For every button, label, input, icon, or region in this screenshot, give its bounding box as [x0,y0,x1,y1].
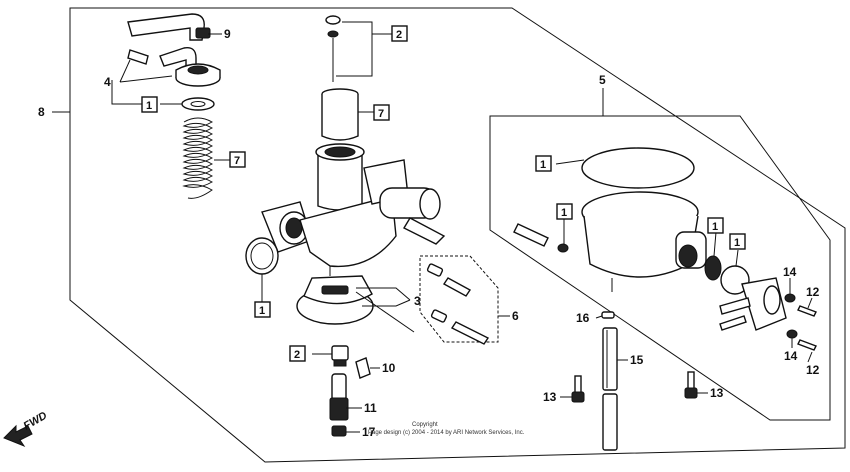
screw-part-10 [355,357,371,379]
callout-4: 4 [104,75,111,89]
callout-1: 1 [146,100,152,112]
screws-12-part [797,305,817,351]
callout-boxes [141,25,746,362]
fwd-arrow-icon [3,424,33,448]
callout-1: 1 [259,305,265,317]
callout-12: 12 [806,285,820,299]
washers-14-part [784,293,798,339]
plug-part-17 [331,425,347,437]
needle-clip-part [325,15,341,82]
callout-15: 15 [630,353,644,367]
callout-17: 17 [362,425,376,439]
callout-9: 9 [224,27,231,41]
callout-6: 6 [512,309,519,323]
clip-part-16 [601,311,615,319]
callout-7: 7 [234,155,240,167]
callout-7: 7 [378,108,384,120]
throttle-slide-part [321,88,359,141]
callout-1: 1 [540,159,546,171]
washer-part [181,97,215,111]
gasket-ring-part [581,147,695,189]
fwd-label: FWD [22,410,50,433]
filter-screen-part [704,255,722,281]
callout-1: 1 [712,221,718,233]
callout-1: 1 [561,207,567,219]
jet-part-11 [329,373,349,421]
callout-3: 3 [414,294,421,308]
jet-screws-group [419,255,499,345]
float-chamber-part [581,191,707,292]
copyright-line-2: Page design (c) 2004 - 2014 by ARI Netwo… [368,430,525,436]
screw-part-13-right [684,371,698,399]
callout-10: 10 [382,361,396,375]
callout-2: 2 [294,349,300,361]
carburetor-body-part [261,143,446,276]
fuel-oring-part [720,265,750,295]
choke-elbow-part [127,13,211,41]
cap-nut-part [175,63,221,87]
callout-5: 5 [599,73,606,87]
small-o-ring-part [557,243,569,253]
drain-screw-part [513,223,549,247]
callout-16: 16 [576,311,590,325]
jet-part-2 [331,345,349,367]
callout-14: 14 [783,265,797,279]
callout-11: 11 [364,401,377,415]
callout-13: 13 [710,386,724,400]
callout-2: 2 [396,29,402,41]
callout-14: 14 [784,349,798,363]
callout-8: 8 [38,105,45,119]
screw-part-13-left [571,375,585,403]
assembly-boundary-8 [69,7,846,463]
o-ring-left-part [245,237,279,275]
copyright-line-1: Copyright [412,422,438,428]
fwd-arrow: FWD [3,410,50,448]
leader-lines [52,21,813,433]
float-part [296,275,415,333]
callout-13: 13 [543,390,557,404]
callout-12: 12 [806,363,820,377]
float-chamber-boundary-5 [489,115,831,421]
fuel-valve-part [719,277,787,331]
callout-1: 1 [734,237,740,249]
spring-part [182,117,214,199]
tube-part-15 [602,327,618,451]
